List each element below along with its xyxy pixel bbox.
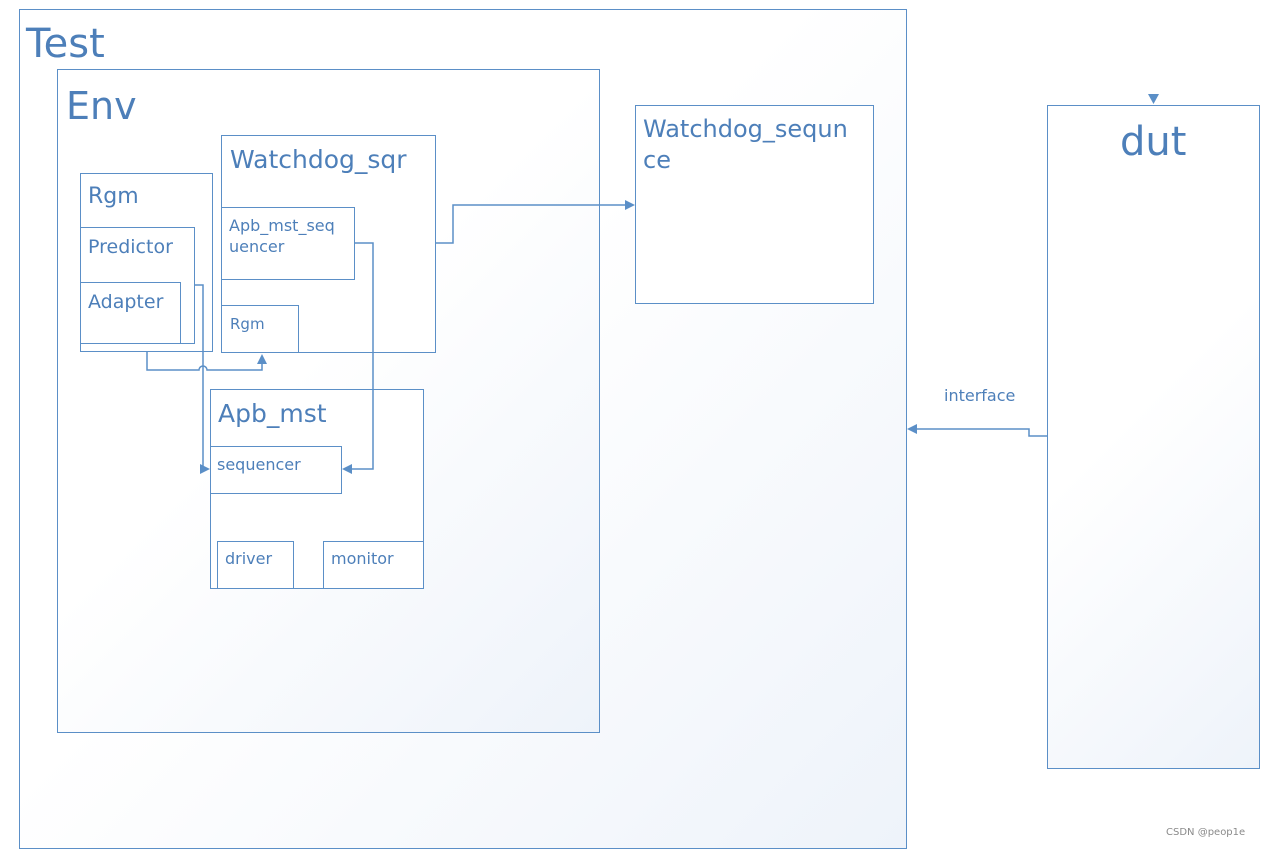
watchdog-sqr-label: Watchdog_sqr	[230, 145, 407, 174]
sequencer-label: sequencer	[217, 455, 301, 474]
env-label: Env	[66, 84, 137, 128]
rgm-inner-box	[221, 305, 299, 353]
watermark: CSDN @peop1e	[1166, 827, 1246, 838]
apb-mst-label: Apb_mst	[218, 399, 327, 428]
driver-box	[217, 541, 294, 589]
rgm-inner-label: Rgm	[230, 315, 265, 333]
watchdog-sequence-box	[635, 105, 874, 304]
sequencer-box	[210, 446, 342, 494]
watchdog-sequence-label: Watchdog_sequn ce	[643, 115, 848, 175]
predictor-label: Predictor	[88, 236, 173, 258]
dut-label: dut	[1120, 119, 1187, 165]
adapter-box	[80, 282, 181, 344]
monitor-box	[323, 541, 424, 589]
apb-mst-sequencer-box	[221, 207, 355, 280]
test-label: Test	[26, 21, 105, 67]
dut-box	[1047, 105, 1260, 769]
dut-top-marker-icon	[1148, 94, 1159, 104]
interface-arrow	[907, 424, 1047, 437]
rgm-outer-label: Rgm	[88, 184, 139, 209]
driver-label: driver	[225, 549, 273, 568]
adapter-label: Adapter	[88, 291, 164, 313]
apb-mst-sequencer-label: Apb_mst_seq uencer	[229, 216, 335, 256]
monitor-label: monitor	[331, 549, 394, 568]
interface-label: interface	[944, 386, 1016, 405]
